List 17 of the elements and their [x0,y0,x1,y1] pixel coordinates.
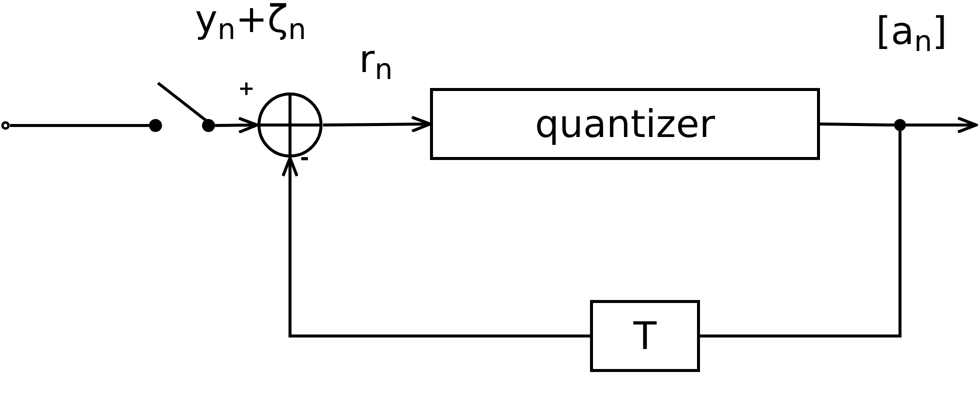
delay-block: T [590,300,700,372]
plus-sign: + [238,78,255,98]
summing-junction [257,92,323,158]
junction-dot [894,119,906,131]
signal-line [700,131,902,338]
switch-contact [202,119,215,132]
quantizer-block: quantizer [430,88,820,160]
signal-arrow [282,156,590,338]
signal-arrow [906,116,978,134]
minus-sign: - [300,148,310,170]
switch-contact [149,119,162,132]
signal-line [10,124,149,127]
signal-label: y$_{n}$+ζ$_{n}$ [195,0,306,38]
input-terminal [1,121,10,130]
signal-arrow [322,116,432,133]
signal-arrow [214,116,258,134]
signal-line [820,122,894,126]
